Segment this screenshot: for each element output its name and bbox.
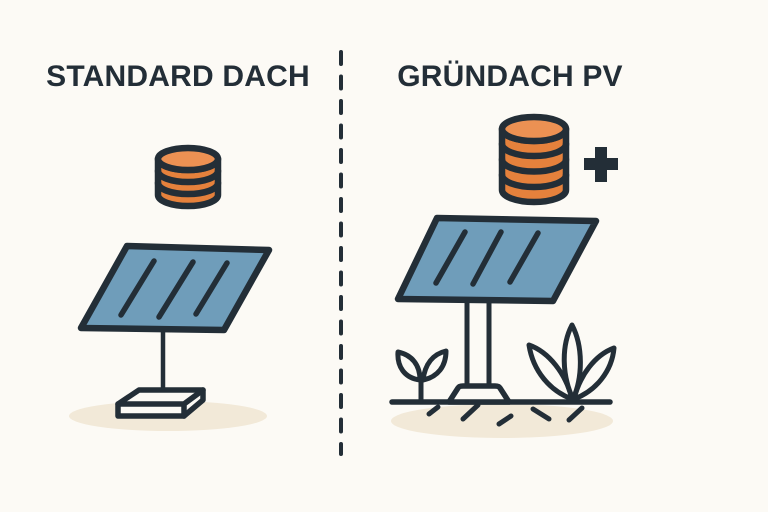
large-plant-icon — [526, 322, 617, 402]
panel-foot — [446, 383, 512, 405]
panel-base — [115, 387, 206, 419]
plus-icon — [584, 147, 618, 182]
solar-panel-icon — [394, 214, 600, 305]
panel-cell-lines — [433, 229, 541, 287]
soil-marks — [426, 402, 585, 427]
standard-roof-scene: STANDARD DACH — [46, 60, 310, 431]
panel-cell-lines — [118, 258, 230, 320]
coin-stack-icon — [154, 144, 222, 210]
left-scene-title: STANDARD DACH — [46, 60, 310, 93]
right-scene-title: GRÜNDACH PV — [397, 60, 623, 93]
green-roof-pv-scene: GRÜNDACH PV — [389, 60, 623, 438]
coin-stack-icon — [498, 113, 570, 206]
solar-panel-icon — [77, 242, 273, 334]
small-plant-icon — [395, 348, 449, 404]
panel-post — [464, 294, 492, 392]
